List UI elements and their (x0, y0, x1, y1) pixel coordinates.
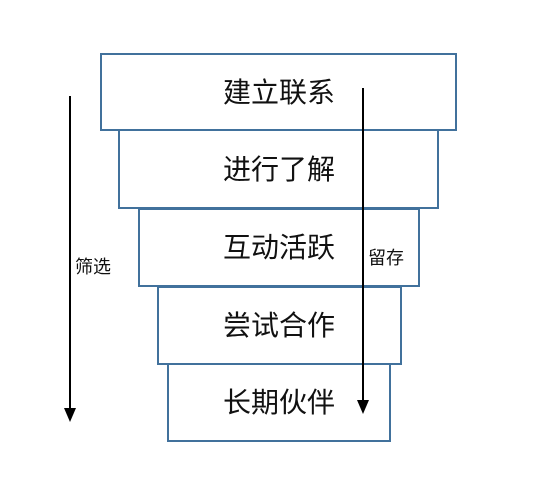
stage-4: 尝试合作 (157, 286, 402, 365)
stage-1: 建立联系 (100, 53, 457, 131)
stage-5-label: 长期伙伴 (223, 386, 335, 419)
retention-arrow (357, 88, 369, 414)
stage-3-box (138, 208, 420, 287)
stage-5-box (167, 363, 391, 442)
arrow-down-icon (357, 400, 369, 414)
stage-5: 长期伙伴 (167, 363, 391, 442)
retention-label: 留存 (368, 248, 404, 269)
stage-4-label: 尝试合作 (223, 309, 335, 342)
stage-1-label: 建立联系 (223, 76, 335, 109)
filter-label: 筛选 (75, 257, 111, 278)
stage-2-label: 进行了解 (223, 153, 335, 186)
stage-1-box (100, 53, 457, 131)
stage-3-label: 互动活跃 (223, 231, 335, 264)
stage-2-box (118, 129, 439, 209)
arrow-down-icon (64, 408, 76, 422)
stage-2: 进行了解 (118, 129, 439, 209)
stage-3: 互动活跃 (138, 208, 420, 287)
filter-arrow (64, 96, 76, 422)
